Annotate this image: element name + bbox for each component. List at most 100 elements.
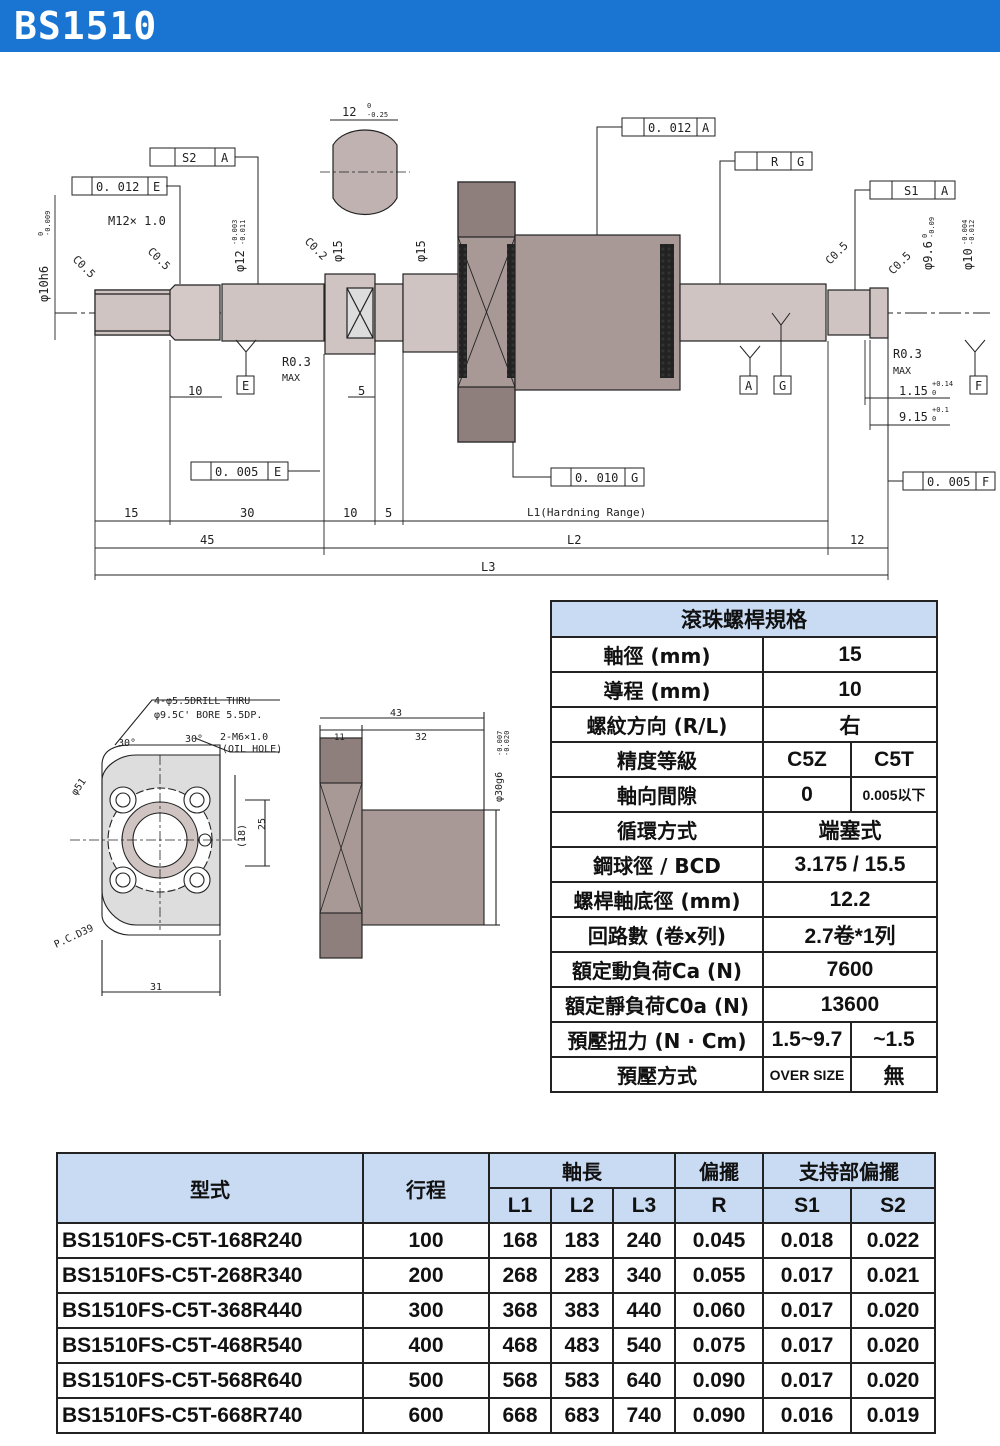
svg-text:15: 15 (124, 506, 138, 520)
svg-text:0: 0 (932, 415, 936, 423)
svg-text:9.15: 9.15 (899, 410, 928, 424)
table-cell: 0.075 (674, 1327, 764, 1364)
table-row: 預壓扭力 (N · Cm)1.5~9.7~1.5 (550, 1021, 938, 1058)
table-cell: 468 (488, 1327, 552, 1364)
table-cell: 740 (612, 1397, 676, 1434)
model-name: BS1510FS-C5T-568R640 (56, 1362, 364, 1399)
svg-text:φ15: φ15 (414, 240, 428, 262)
table-cell: 183 (550, 1222, 614, 1259)
svg-text:C0.5: C0.5 (145, 245, 173, 273)
svg-text:G: G (779, 379, 786, 393)
svg-text:0: 0 (932, 389, 936, 397)
svg-text:A: A (702, 121, 710, 135)
svg-text:11: 11 (334, 733, 345, 743)
svg-text:φ51: φ51 (69, 777, 88, 798)
svg-text:φ12: φ12 (233, 250, 247, 272)
svg-text:E: E (153, 180, 160, 194)
svg-text:5: 5 (358, 384, 365, 398)
page-title: BS1510 (14, 4, 158, 48)
table-cell: 668 (488, 1397, 552, 1434)
svg-text:30°: 30° (185, 734, 203, 745)
svg-text:5: 5 (385, 506, 392, 520)
svg-text:R: R (771, 155, 779, 169)
spec-table: 滾珠螺桿規格 軸徑 (mm)15 導程 (mm)10 螺紋方向 (R/L)右 精… (550, 600, 938, 1093)
svg-text:10: 10 (188, 384, 202, 398)
table-cell: 0.016 (762, 1397, 852, 1434)
svg-text:0. 010: 0. 010 (575, 471, 618, 485)
svg-text:A: A (941, 184, 949, 198)
table-cell: 440 (612, 1292, 676, 1329)
table-row: 螺紋方向 (R/L)右 (550, 706, 938, 743)
svg-text:M12× 1.0: M12× 1.0 (108, 214, 166, 228)
table-cell: 0.019 (850, 1397, 936, 1434)
table-cell: 0.020 (850, 1362, 936, 1399)
table-row: 循環方式端塞式 (550, 811, 938, 848)
table-cell: 0.022 (850, 1222, 936, 1259)
table-cell: 640 (612, 1362, 676, 1399)
table-cell: 0.017 (762, 1362, 852, 1399)
model-name: BS1510FS-C5T-468R540 (56, 1327, 364, 1364)
svg-text:A: A (221, 151, 229, 165)
svg-text:G: G (797, 155, 804, 169)
table-row: 軸徑 (mm)15 (550, 636, 938, 673)
table-cell: 568 (488, 1362, 552, 1399)
table-cell: 0.060 (674, 1292, 764, 1329)
table-cell: 200 (362, 1257, 490, 1294)
svg-text:(OIL HOLE): (OIL HOLE) (222, 744, 282, 755)
table-cell: 0.021 (850, 1257, 936, 1294)
svg-text:R0.3: R0.3 (282, 355, 311, 369)
svg-text:S1: S1 (904, 184, 918, 198)
svg-text:-0.25: -0.25 (367, 111, 388, 119)
svg-text:25: 25 (257, 818, 268, 830)
svg-text:31: 31 (150, 982, 162, 993)
table-cell: 683 (550, 1397, 614, 1434)
table-cell: 0.017 (762, 1292, 852, 1329)
svg-text:-0.020: -0.020 (503, 731, 511, 756)
svg-text:L3: L3 (481, 560, 495, 574)
svg-text:1.15: 1.15 (899, 384, 928, 398)
nut-detail-drawing: 4-φ5.5DRILL THRU φ9.5C' BORE 5.5DP. 30° … (53, 696, 511, 996)
table-cell: 0.055 (674, 1257, 764, 1294)
svg-text:C0.2: C0.2 (302, 235, 330, 263)
svg-text:G: G (631, 471, 638, 485)
table-cell: 0.090 (674, 1362, 764, 1399)
table-cell: 540 (612, 1327, 676, 1364)
table-row: 回路數 (卷x列)2.7卷*1列 (550, 916, 938, 953)
table-row: 額定靜負荷C0a (N)13600 (550, 986, 938, 1023)
table-row: 螺桿軸底徑 (mm)12.2 (550, 881, 938, 918)
svg-text:-0.004: -0.004 (961, 220, 969, 245)
svg-text:-0.003: -0.003 (231, 220, 239, 245)
table-cell: 340 (612, 1257, 676, 1294)
svg-text:L1(Hardning Range): L1(Hardning Range) (527, 506, 646, 519)
svg-text:4-φ5.5DRILL THRU: 4-φ5.5DRILL THRU (154, 696, 250, 707)
svg-text:-0.007: -0.007 (496, 731, 504, 756)
svg-text:30: 30 (240, 506, 254, 520)
svg-text:+0.14: +0.14 (932, 380, 953, 388)
svg-text:0. 012: 0. 012 (96, 180, 139, 194)
svg-text:C0.5: C0.5 (823, 239, 851, 267)
svg-text:MAX: MAX (893, 366, 911, 377)
svg-text:C0.5: C0.5 (70, 253, 98, 281)
table-cell: 0.018 (762, 1222, 852, 1259)
svg-text:L2: L2 (567, 533, 581, 547)
svg-text:F: F (975, 379, 982, 393)
table-cell: 368 (488, 1292, 552, 1329)
model-name: BS1510FS-C5T-668R740 (56, 1397, 364, 1434)
model-table: 型式 行程 軸長 偏擺 支持部偏擺 L1 L2 L3 R S1 S2 BS151… (56, 1152, 936, 1434)
svg-text:12: 12 (850, 533, 864, 547)
table-cell: 0.017 (762, 1257, 852, 1294)
svg-text:(18): (18) (237, 824, 248, 848)
table-cell: 240 (612, 1222, 676, 1259)
model-name: BS1510FS-C5T-268R340 (56, 1257, 364, 1294)
svg-text:A: A (745, 379, 753, 393)
svg-text:12: 12 (342, 105, 356, 119)
svg-text:0. 005: 0. 005 (215, 465, 258, 479)
table-cell: 600 (362, 1397, 490, 1434)
svg-text:0: 0 (37, 232, 45, 236)
